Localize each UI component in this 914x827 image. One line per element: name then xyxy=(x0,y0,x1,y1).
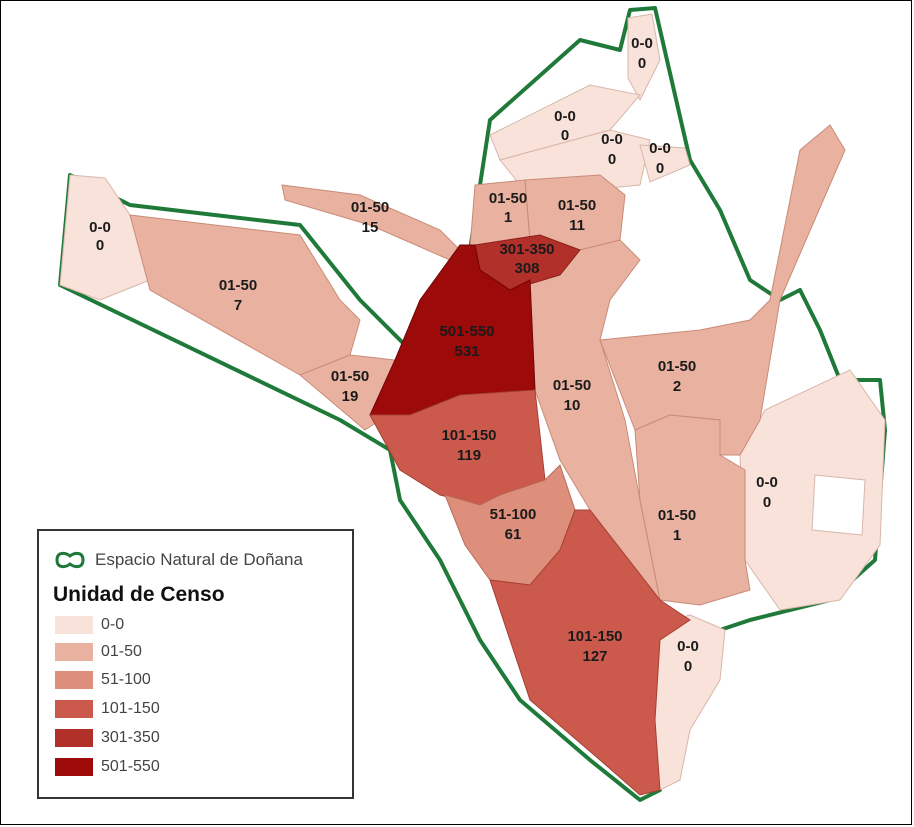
zone-label-range: 0-0 xyxy=(649,140,671,157)
zone-labels: 0-0 0 0-0 0 0-0 0 0-0 0 0-0 0 01-50 7 01… xyxy=(89,35,778,675)
zone-label-range: 0-0 xyxy=(677,638,699,655)
zone-label-count: 0 xyxy=(656,160,664,177)
zone-label-range: 01-50 xyxy=(658,358,696,375)
zone-label-count: 61 xyxy=(505,526,522,543)
legend-swatch xyxy=(55,729,93,747)
zone-label-range: 51-100 xyxy=(490,506,537,523)
donana-boundary xyxy=(58,6,887,802)
boundary-outline-icon xyxy=(55,551,85,569)
zone-label-count: 10 xyxy=(564,397,581,414)
zone-label-range: 301-350 xyxy=(499,241,554,258)
zone-label-count: 2 xyxy=(673,378,681,395)
boundary-label: Espacio Natural de Doñana xyxy=(95,550,303,569)
legend-item: 501-550 xyxy=(55,758,160,776)
zone-label-range: 01-50 xyxy=(219,277,257,294)
legend-swatch xyxy=(55,616,93,634)
zone-label-range: 01-50 xyxy=(331,368,369,385)
legend-label: 101-150 xyxy=(101,700,160,717)
legend-swatch xyxy=(55,671,93,689)
zone-01-50-southeast xyxy=(634,414,751,606)
zone-label-range: 01-50 xyxy=(658,507,696,524)
legend-label: 0-0 xyxy=(101,616,125,633)
zone-label-count: 1 xyxy=(504,209,512,226)
zone-label-count: 7 xyxy=(234,297,242,314)
zone-label-range: 01-50 xyxy=(351,199,389,216)
zone-label-range: 0-0 xyxy=(89,219,111,236)
zone-01-50-central xyxy=(529,239,661,601)
zone-east-gap xyxy=(811,474,866,536)
legend-boundary-entry: Espacio Natural de Doñana xyxy=(53,549,303,571)
zone-label-count: 531 xyxy=(454,343,479,360)
zone-label-count: 127 xyxy=(582,648,607,665)
legend-item: 51-100 xyxy=(55,671,151,689)
zone-label-count: 119 xyxy=(457,447,481,464)
zone-0-0-east xyxy=(739,369,886,611)
zone-101-150-south xyxy=(489,509,691,796)
legend-label: 301-350 xyxy=(101,729,160,746)
zone-label-range: 0-0 xyxy=(554,108,576,125)
zone-01-50-west xyxy=(129,214,361,376)
zone-label-range: 101-150 xyxy=(567,628,622,645)
zone-label-range: 01-50 xyxy=(558,197,596,214)
zone-label-count: 1 xyxy=(673,527,681,544)
zone-label-range: 01-50 xyxy=(489,190,527,207)
zone-label-range: 0-0 xyxy=(631,35,653,52)
legend-item: 101-150 xyxy=(55,700,160,718)
zone-label-range: 101-150 xyxy=(441,427,496,444)
legend-item: 301-350 xyxy=(55,729,160,747)
zone-label-count: 0 xyxy=(608,151,616,168)
zone-label-count: 19 xyxy=(342,388,359,405)
map-legend: Espacio Natural de Doñana Unidad de Cens… xyxy=(37,529,354,799)
legend-label: 51-100 xyxy=(101,671,151,688)
zone-0-0-northeast xyxy=(639,144,691,183)
zone-label-range: 501-550 xyxy=(439,323,494,340)
zone-label-range: 01-50 xyxy=(553,377,591,394)
zone-label-count: 15 xyxy=(362,219,379,236)
zone-label-count: 0 xyxy=(684,658,692,675)
legend-swatch xyxy=(55,758,93,776)
zone-label-count: 0 xyxy=(96,237,104,254)
legend-item: 01-50 xyxy=(55,643,142,661)
zone-label-count: 11 xyxy=(569,217,585,234)
zone-label-count: 0 xyxy=(561,127,569,144)
legend-item: 0-0 xyxy=(55,616,124,634)
zone-label-count: 308 xyxy=(514,260,539,277)
zone-0-0-top-right xyxy=(627,13,661,102)
legend-title: Unidad de Censo xyxy=(53,583,225,606)
legend-swatch xyxy=(55,700,93,718)
legend-swatch xyxy=(55,643,93,661)
zone-label-range: 0-0 xyxy=(601,131,623,148)
zone-label-count: 0 xyxy=(763,494,771,511)
zone-label-range: 0-0 xyxy=(756,474,778,491)
legend-label: 501-550 xyxy=(101,758,160,775)
legend-label: 01-50 xyxy=(101,643,142,660)
zone-0-0-north xyxy=(489,84,641,161)
zone-label-count: 0 xyxy=(638,55,646,72)
